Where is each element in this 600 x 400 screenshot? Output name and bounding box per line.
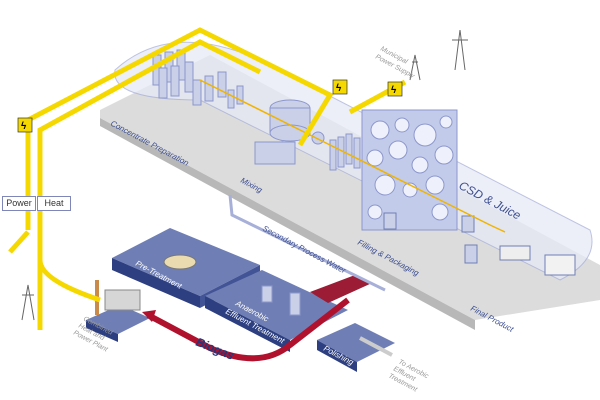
power-label: Power	[6, 198, 32, 208]
svg-text:ϟ: ϟ	[21, 121, 27, 132]
chp-platform	[86, 280, 150, 342]
biogas-pipe	[146, 297, 350, 362]
production-floor-edge	[100, 118, 475, 330]
svg-text:ϟ: ϟ	[336, 83, 342, 94]
heat-label-box: Heat	[37, 196, 71, 211]
internal-power-line	[199, 79, 506, 233]
label-biogas: Biogas	[194, 335, 237, 363]
heat-label: Heat	[44, 198, 64, 208]
filling-machines	[383, 212, 576, 276]
storage-silos	[152, 49, 361, 171]
power-label-box: Power	[2, 196, 36, 211]
anaerobic-platform	[205, 270, 372, 352]
power-pylons	[21, 29, 468, 321]
lightning-glyphs: ϟ ϟ ϟ	[21, 83, 397, 132]
effluent-out-arrow	[359, 336, 393, 357]
biogas-arrow-head	[142, 310, 156, 322]
lightning-icons	[17, 79, 403, 133]
bubbles	[366, 115, 454, 221]
svg-text:ϟ: ϟ	[391, 85, 397, 96]
polishing-platform	[317, 323, 395, 372]
secondary-process-water-pipe	[228, 194, 386, 292]
